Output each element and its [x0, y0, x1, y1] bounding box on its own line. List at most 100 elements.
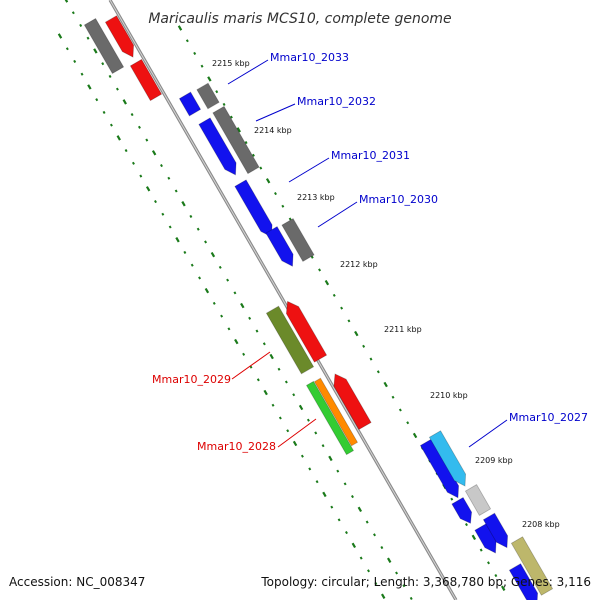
tick-mark [204, 287, 210, 294]
tick-mark [139, 174, 143, 178]
tick-mark [122, 99, 127, 105]
gene-callouts: Mmar10_2033Mmar10_2032Mmar10_2031Mmar10_… [152, 51, 588, 453]
tick-mark [398, 408, 402, 412]
tick-mark [351, 542, 357, 549]
tick-mark [131, 161, 135, 165]
tick-mark [222, 102, 226, 106]
gene-features [83, 15, 554, 600]
gene-red-2029 [285, 300, 328, 363]
topology-label: Topology: circular; Length: 3,368,780 bp… [260, 575, 591, 589]
tick-mark [308, 467, 312, 471]
gene-label-reverse: Mmar10_2029 [152, 373, 231, 386]
tick-mark [226, 278, 230, 282]
tick-mark [234, 338, 239, 345]
tick-mark [71, 11, 75, 15]
tick-mark [210, 251, 216, 258]
callout-line [317, 201, 358, 228]
gene-cyan-2027 [428, 430, 467, 487]
kbp-label: 2208 kbp [522, 520, 560, 529]
kbp-label: 2209 kbp [475, 456, 513, 465]
tick-mark [79, 23, 83, 28]
tick-mark [73, 59, 77, 64]
kbp-label: 2212 kbp [340, 260, 378, 269]
tick-mark [450, 497, 454, 501]
tick-mark [336, 469, 340, 473]
tick-mark [487, 561, 490, 565]
tick-mark [292, 440, 298, 447]
kbp-label: 2210 kbp [430, 391, 468, 400]
gene-grey-2032 [212, 105, 260, 175]
tick-mark [154, 199, 157, 204]
tick-mark [64, 0, 69, 3]
tick-mark [357, 506, 363, 513]
tick-mark [494, 573, 498, 578]
tick-mark [102, 110, 106, 114]
tick-mark [322, 491, 327, 498]
tick-mark [93, 48, 98, 54]
callout-line [231, 351, 271, 380]
tick-mark [380, 545, 384, 550]
callout-line [277, 418, 317, 448]
tick-mark [269, 353, 274, 360]
tick-mark [193, 51, 197, 56]
tick-mark [395, 571, 399, 575]
gene-blue-bottom [508, 563, 539, 600]
tick-mark [242, 352, 246, 356]
tick-mark [240, 302, 245, 309]
tick-mark [271, 403, 275, 407]
gene-grey-top [83, 17, 125, 75]
tick-mark [108, 74, 112, 78]
tick-mark [227, 327, 231, 331]
tick-mark [255, 329, 259, 333]
callout-line [255, 103, 296, 122]
tick-mark [95, 98, 99, 102]
gene-label-reverse: Mmar10_2028 [197, 440, 276, 453]
tick-mark [189, 214, 193, 219]
tick-mark [315, 480, 319, 484]
tick-mark [286, 429, 290, 433]
tick-mark [374, 581, 378, 586]
tick-mark [288, 217, 292, 221]
tick-mark [87, 84, 92, 90]
tick-mark [354, 330, 359, 337]
gene-khaki-bottom [510, 536, 554, 596]
tick-mark [340, 306, 344, 310]
tick-mark [465, 523, 468, 527]
tick-mark [324, 279, 330, 286]
tick-mark [177, 25, 183, 31]
tick-mark [367, 569, 370, 573]
tick-mark [345, 531, 348, 535]
tick-mark [278, 416, 282, 420]
tick-mark [124, 149, 128, 153]
tick-mark [196, 227, 200, 231]
tick-mark [376, 370, 380, 374]
kbp-label: 2213 kbp [297, 193, 335, 202]
tick-mark [387, 557, 392, 563]
tick-mark [373, 533, 376, 537]
tick-mark [190, 263, 194, 267]
tick-mark [168, 225, 172, 229]
tick-mark [86, 36, 90, 40]
tick-mark [251, 153, 255, 157]
tick-mark [109, 123, 113, 127]
tick-mark [351, 495, 354, 499]
tick-mark [175, 237, 180, 243]
gene-grey-2033b [196, 82, 220, 110]
tick-mark [306, 418, 310, 422]
callout-line [288, 157, 330, 183]
accession-label: Accession: NC_008347 [9, 575, 145, 589]
gene-green-2028 [305, 380, 355, 456]
gene-blue-low-3 [482, 512, 509, 549]
tick-mark [215, 90, 219, 94]
gene-orange-2028 [313, 377, 359, 447]
tick-mark [479, 548, 483, 552]
tick-mark [402, 584, 406, 588]
tick-mark [259, 166, 263, 170]
gene-red-top-2 [129, 58, 163, 102]
tick-mark [277, 367, 281, 371]
tick-mark [80, 72, 84, 76]
gene-blue-low [451, 496, 473, 524]
tick-mark [298, 404, 304, 411]
tick-mark [337, 518, 341, 522]
tick-mark [183, 250, 187, 255]
